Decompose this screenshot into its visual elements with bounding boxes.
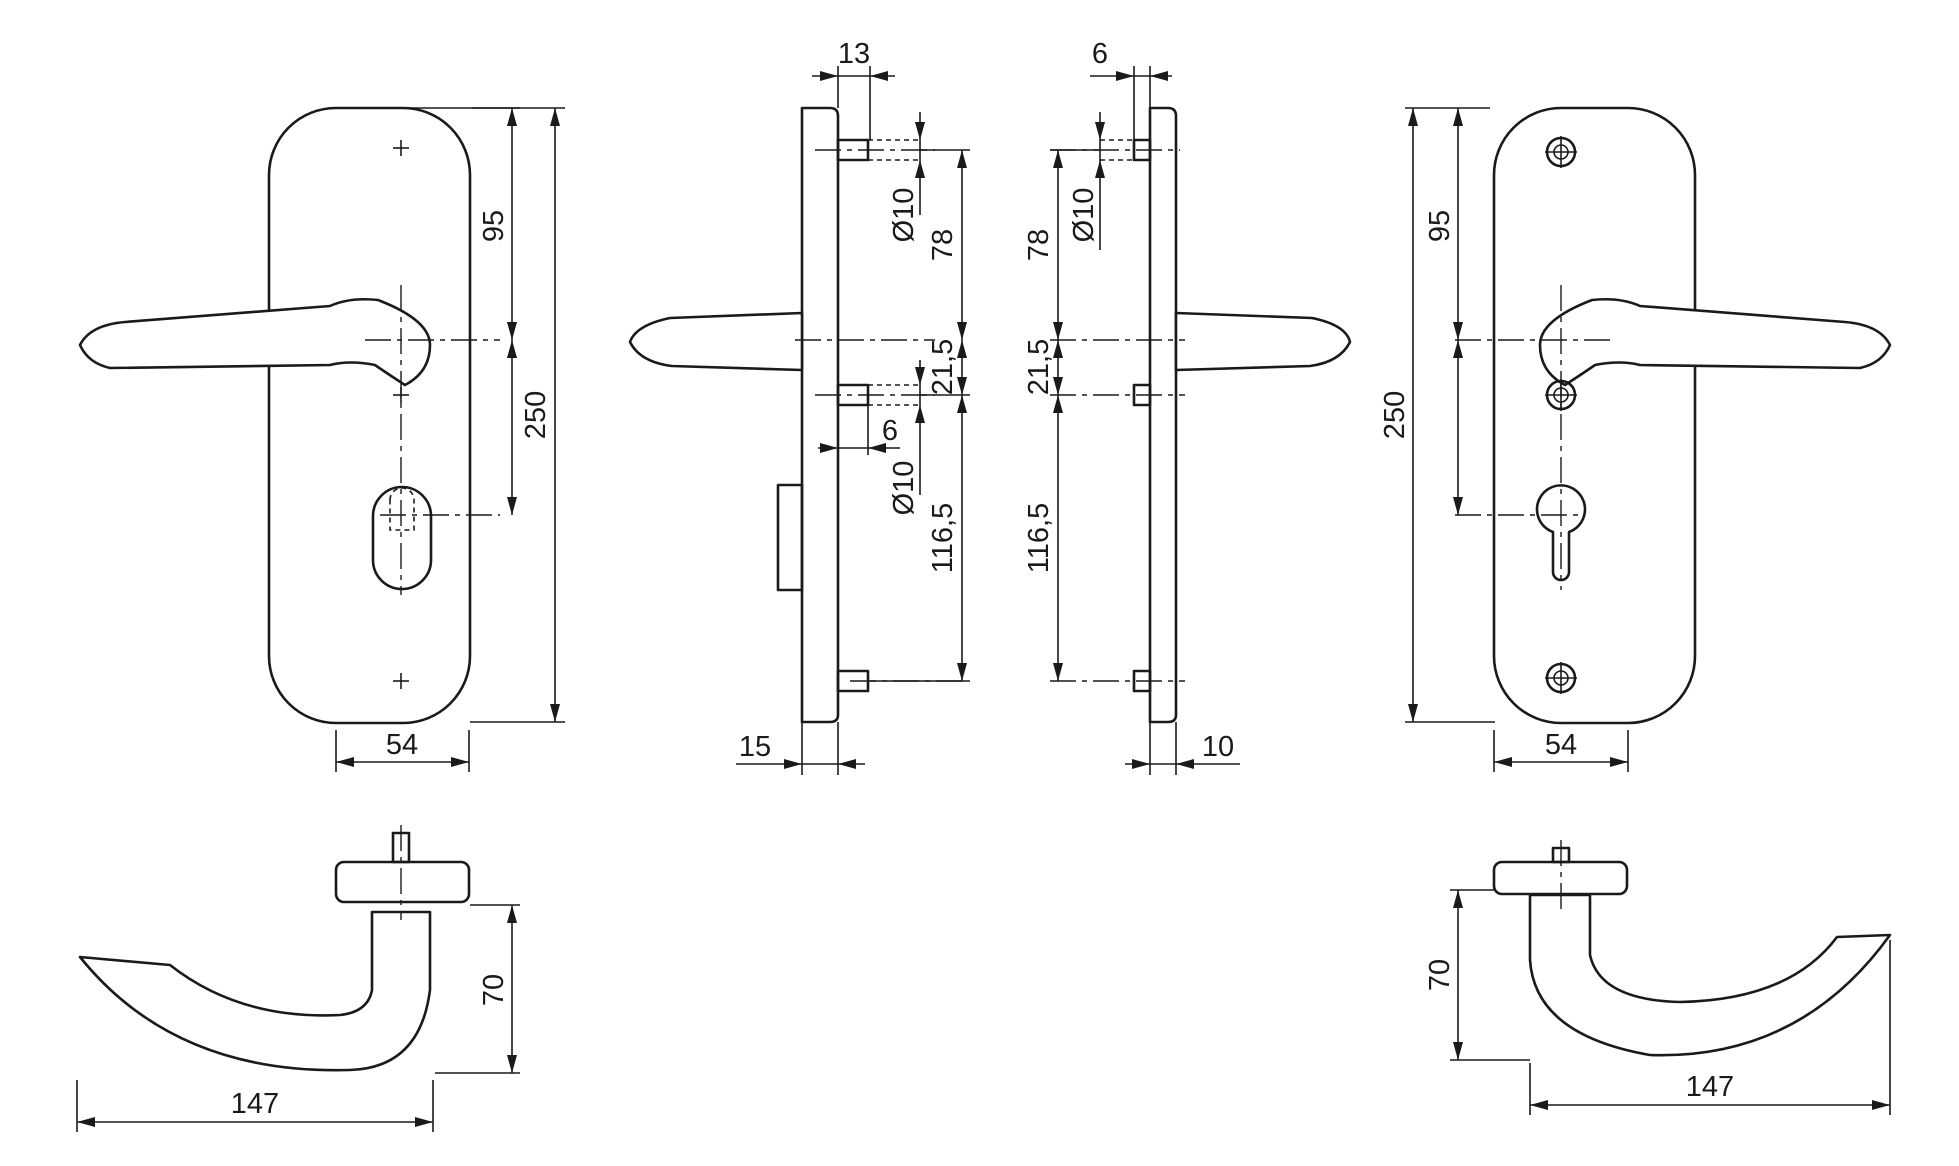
mounting-block	[776, 483, 804, 592]
dim-label-length: 147	[231, 1088, 279, 1120]
dim-label-upper: 95	[478, 210, 510, 242]
handle-lever	[1538, 297, 1892, 387]
dim-label-rose-depth: 13	[838, 38, 870, 70]
dim-label-height: 250	[1379, 391, 1411, 439]
dim-label-upper: 78	[1023, 229, 1055, 261]
escutcheon-plate	[267, 106, 472, 725]
dim-label-middle: 21,5	[1023, 339, 1055, 395]
screw-hole-bottom	[1545, 662, 1577, 694]
side-view-left: 13 Ø10 78 21,5 116,5 6 Ø10	[628, 38, 970, 775]
dim-label-lower: 116,5	[1023, 503, 1055, 573]
front-view-left: 54 95 250	[78, 106, 565, 772]
front-view-right: 95 250 54	[1379, 106, 1892, 772]
handle-lever	[78, 297, 432, 387]
dim-label-plate-thickness: 15	[739, 731, 771, 763]
side-view-right: 6 Ø10 78 21,5 116,5 10	[1023, 38, 1352, 775]
dim-label-plate-thickness: 10	[1202, 731, 1234, 763]
screw-hole-top	[1545, 136, 1577, 168]
dim-label-pin-length: 6	[1092, 38, 1108, 70]
handle-top-profile	[1528, 893, 1892, 1057]
side-plate-left	[800, 106, 840, 724]
dim-label-width: 54	[1545, 729, 1577, 761]
cylinder-keyhole	[389, 487, 415, 531]
side-handle-right	[1174, 311, 1352, 372]
dim-label-pin-diameter: Ø10	[1068, 188, 1100, 243]
dim-label-pin-diameter-top: Ø10	[888, 188, 920, 243]
dim-label-lower: 116,5	[927, 503, 959, 573]
rose-plate	[334, 860, 471, 904]
handle-top-profile	[78, 910, 432, 1072]
top-view-left: 70 147	[76, 825, 520, 1132]
side-plate-right	[1148, 106, 1178, 724]
escutcheon-plate	[1492, 106, 1697, 725]
cylinder-cutout	[371, 485, 433, 591]
keyhole	[1535, 484, 1587, 582]
dim-label-height: 250	[520, 391, 552, 439]
side-handle-left	[628, 311, 804, 372]
dim-label-length: 147	[1686, 1071, 1734, 1103]
dim-label-upper: 95	[1424, 210, 1456, 242]
top-view-right: 70 147	[1424, 840, 1892, 1115]
dim-label-projection: 70	[478, 974, 510, 1006]
dim-label-upper: 78	[927, 229, 959, 261]
dim-label-width: 54	[386, 729, 418, 761]
dim-label-projection: 70	[1424, 959, 1456, 991]
screw-mark-bottom	[393, 673, 409, 689]
dim-label-pin-length: 6	[882, 415, 898, 447]
dim-label-middle: 21,5	[927, 339, 959, 395]
screw-mark-top	[393, 140, 409, 156]
dim-label-pin-diameter-bottom: Ø10	[888, 461, 920, 516]
